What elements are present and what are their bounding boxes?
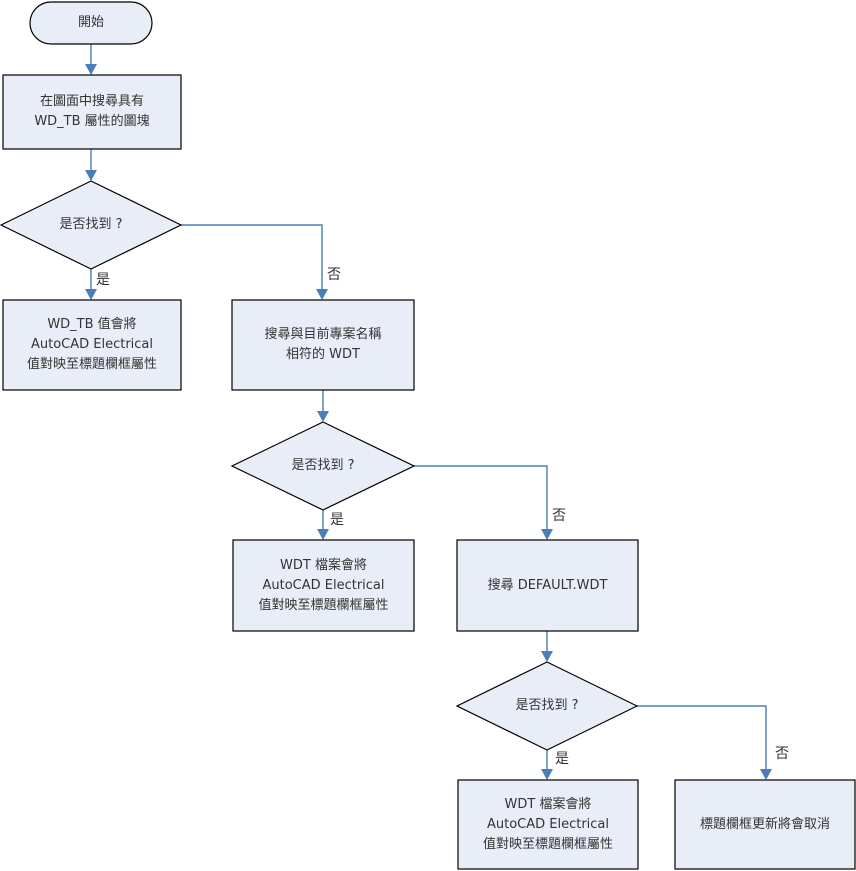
process-wdtb-maps-label: WD_TB 值會將 AutoCAD Electrical 值對映至標題欄框屬性 bbox=[26, 317, 157, 372]
arrowhead-projectwdt-to-decision2 bbox=[317, 411, 329, 422]
connector-decision2-no bbox=[414, 465, 548, 530]
process-update-cancelled-shape bbox=[674, 779, 856, 870]
process-update-cancelled-label: 標題欄框更新將會取消 bbox=[699, 816, 830, 832]
process-wdt-maps-b-shape bbox=[457, 779, 639, 870]
start-terminator-shape bbox=[29, 1, 153, 45]
process-wdt-maps-b-label: WDT 檔案會將 AutoCAD Electrical 值對映至標題欄框屬性 bbox=[482, 796, 613, 852]
decision2-diamond-shape bbox=[230, 421, 416, 511]
decision2-label: 是否找到 ? bbox=[291, 458, 355, 473]
decision1-no-label: 否 bbox=[327, 267, 341, 283]
decision1-label: 是否找到 ? bbox=[59, 217, 123, 232]
arrowhead-decision1-no bbox=[316, 289, 328, 300]
arrowhead-decision1-yes bbox=[85, 289, 97, 300]
process-search-default-wdt-shape bbox=[456, 539, 639, 632]
decision3-diamond-shape bbox=[455, 661, 639, 751]
process-wdt-maps-a-shape bbox=[232, 539, 415, 632]
process-wdtb-maps-shape bbox=[2, 299, 182, 391]
arrowhead-decision3-yes bbox=[541, 769, 553, 780]
decision3-no-label: 否 bbox=[775, 746, 789, 762]
arrowhead-defaultwdt-to-decision3 bbox=[541, 651, 553, 662]
decision2-no-label: 否 bbox=[552, 508, 566, 524]
decision3-label: 是否找到 ? bbox=[515, 698, 579, 713]
arrowhead-decision2-yes bbox=[317, 529, 329, 540]
decision2-yes-label: 是 bbox=[330, 512, 344, 528]
process-search-project-wdt-label: 搜尋與目前專案名稱 相符的 WDT bbox=[264, 327, 382, 362]
decision3-yes-label: 是 bbox=[555, 751, 569, 767]
arrowhead-decision2-no bbox=[541, 529, 553, 540]
connector-decision3-no bbox=[637, 705, 767, 770]
arrowhead-decision3-no bbox=[760, 769, 772, 780]
process-wdt-maps-a-label: WDT 檔案會將 AutoCAD Electrical 值對映至標題欄框屬性 bbox=[258, 557, 389, 613]
process-search-wdtb-label: 在圖面中搜尋具有 WD_TB 屬性的圖塊 bbox=[34, 94, 150, 129]
decision1-diamond-shape bbox=[0, 180, 183, 270]
start-node-label: 開始 bbox=[77, 15, 104, 30]
arrowhead-start-to-search bbox=[85, 64, 97, 75]
process-search-project-wdt-shape bbox=[231, 299, 415, 391]
decision1-yes-label: 是 bbox=[96, 272, 110, 288]
arrowhead-search-to-decision1 bbox=[85, 170, 97, 181]
process-search-wdtb-shape bbox=[2, 74, 182, 150]
process-search-default-wdt-label: 搜尋 DEFAULT.WDT bbox=[487, 577, 608, 593]
connector-decision1-no bbox=[181, 224, 323, 290]
